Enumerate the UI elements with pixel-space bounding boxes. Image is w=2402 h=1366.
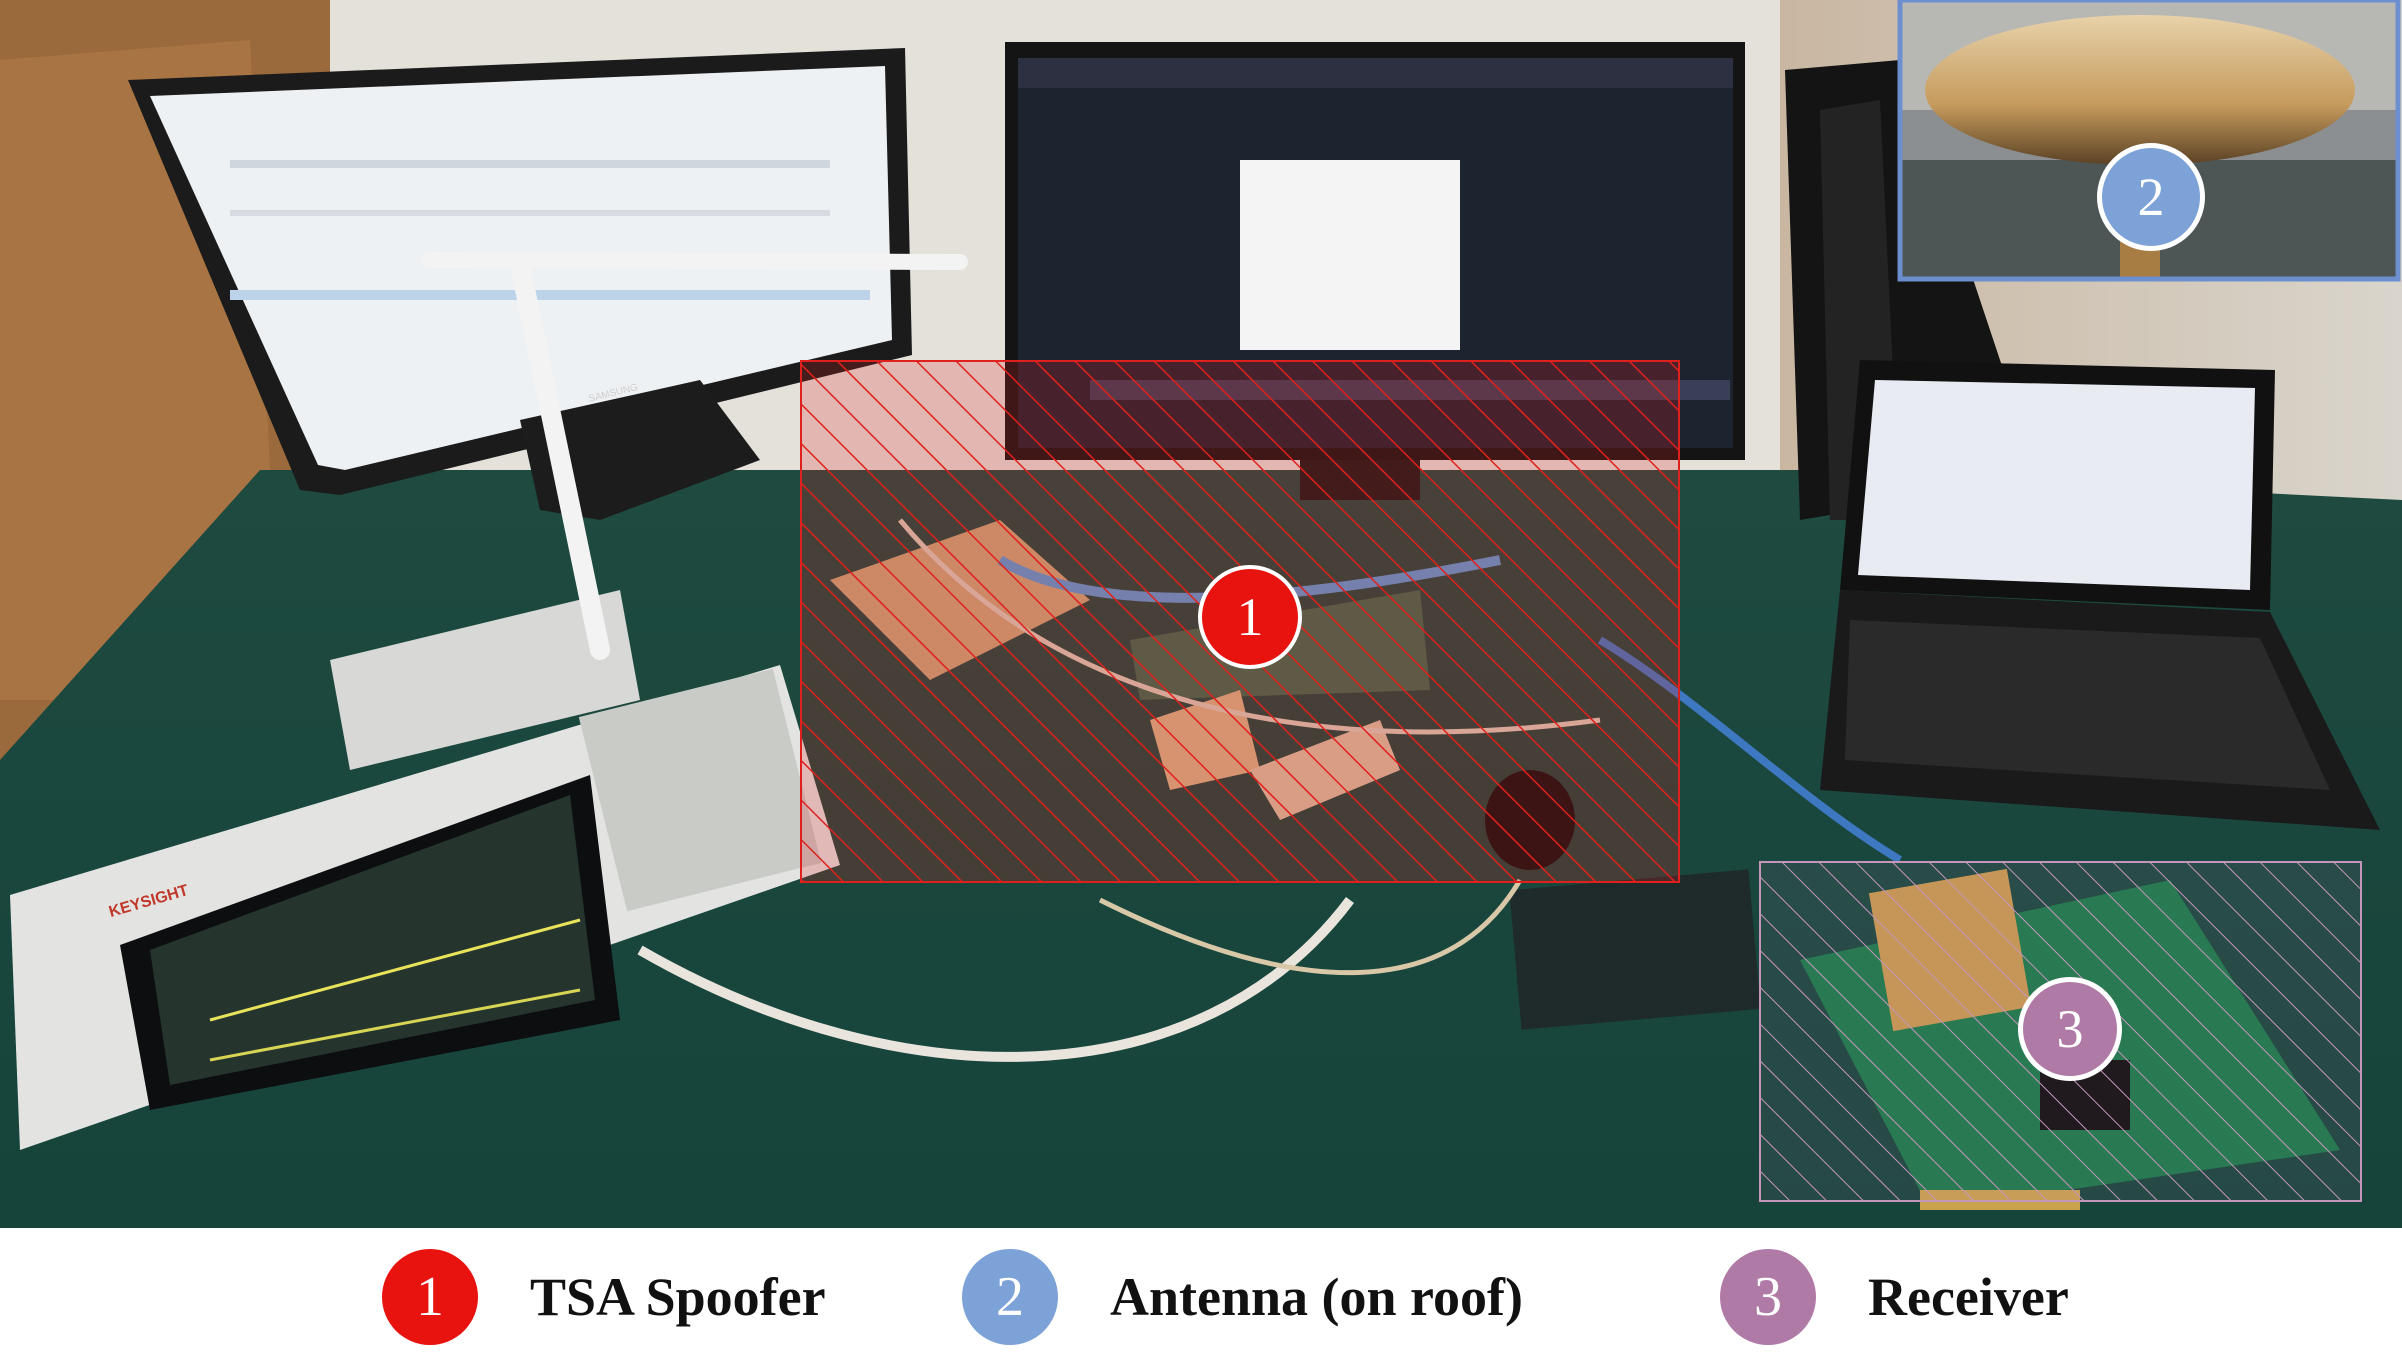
legend-label-receiver: Receiver [1868,1267,2069,1327]
laptop [1820,360,2380,830]
antenna-dome [1925,15,2355,165]
marker-antenna: 2 [2097,143,2205,251]
marker-spoofer-number: 1 [1236,587,1264,647]
legend-item-receiver: 3 Receiver [1720,1228,2069,1366]
marker-receiver: 3 [2018,977,2122,1081]
legend-badge-antenna: 2 [962,1249,1058,1345]
lab-setup-photo: 1 2 3 [0,0,2402,1228]
marker-receiver-number: 3 [2056,999,2084,1059]
marker-spoofer: 1 [1198,565,1302,669]
marker-antenna-number: 2 [2137,167,2165,227]
legend-number-receiver: 3 [1754,1266,1782,1328]
legend-label-spoofer: TSA Spoofer [530,1267,826,1327]
desk-lamp [422,252,968,660]
legend-number-spoofer: 1 [416,1266,444,1328]
legend-item-antenna: 2 Antenna (on roof) [962,1228,1523,1366]
lab-scene [0,0,2402,1228]
legend-label-antenna: Antenna (on roof) [1110,1267,1524,1327]
legend-badge-receiver: 3 [1720,1249,1816,1345]
legend: 1 TSA Spoofer 2 Antenna (on roof) 3 Rece… [0,1228,2402,1366]
antenna-inset [1897,0,2401,282]
legend-number-antenna: 2 [996,1266,1024,1328]
legend-item-spoofer: 1 TSA Spoofer [382,1228,826,1366]
oscilloscope [10,590,840,1150]
legend-badge-spoofer: 1 [382,1249,478,1345]
